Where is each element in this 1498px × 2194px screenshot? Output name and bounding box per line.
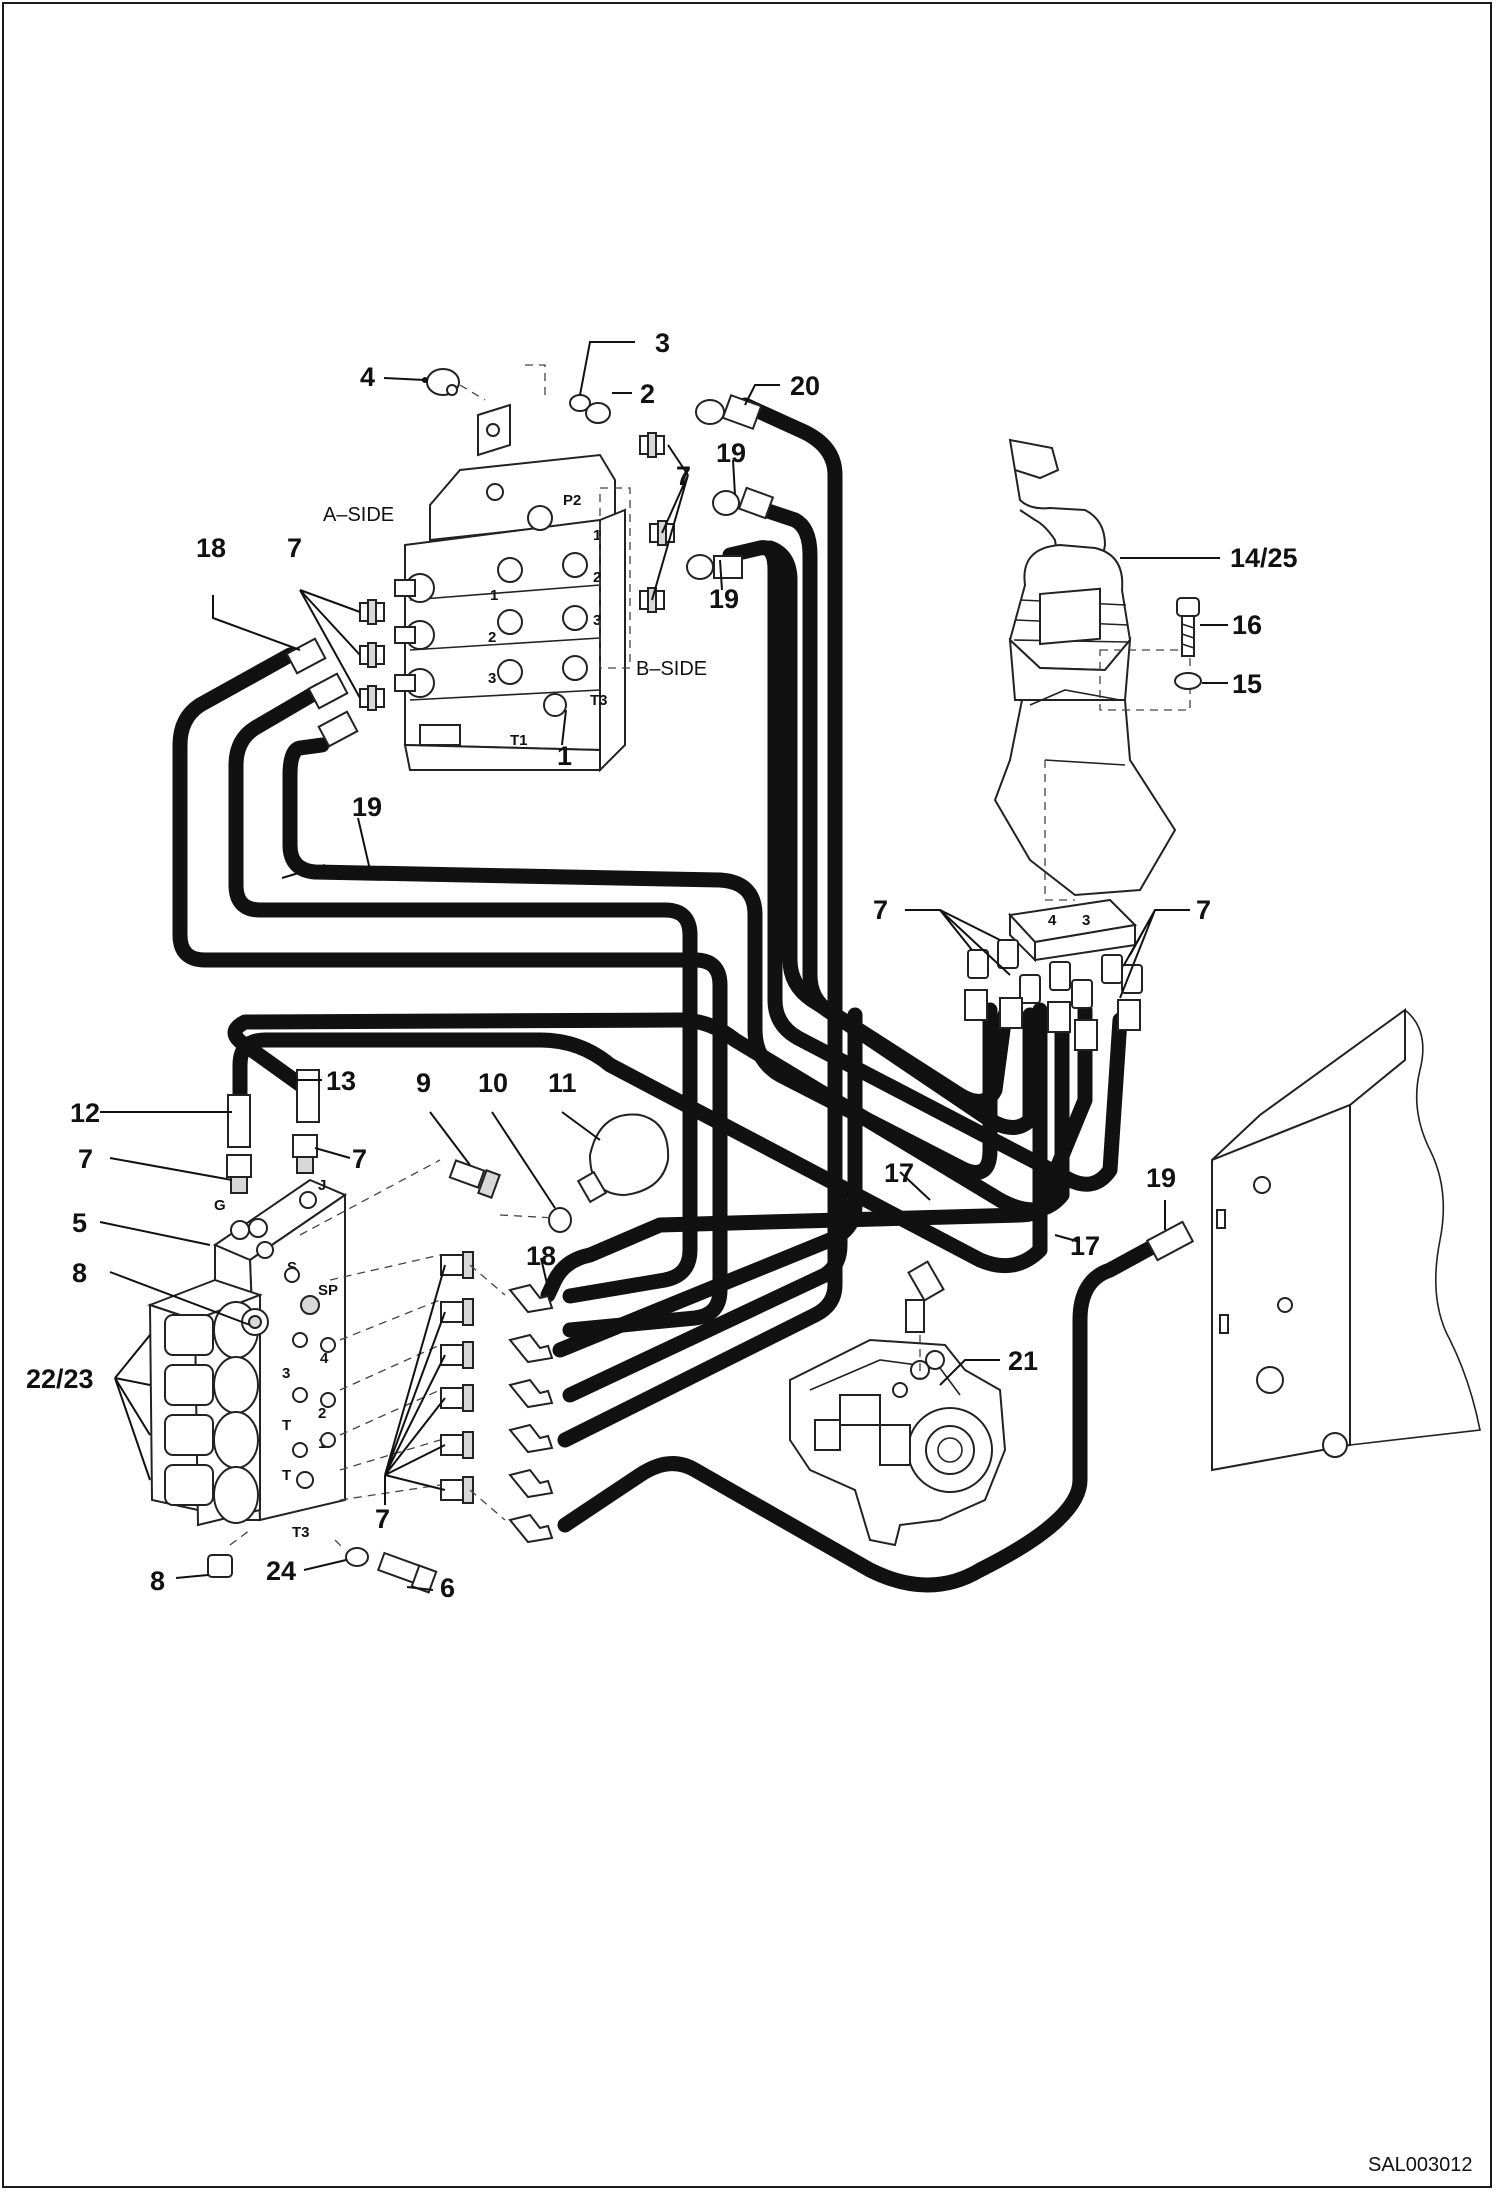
item-18-elbows	[508, 1283, 554, 1544]
callout-7-valve-left: 7	[287, 533, 302, 563]
callout-7-g: 7	[78, 1144, 93, 1174]
callout-4: 4	[360, 362, 375, 392]
hose-e	[232, 1002, 1048, 1274]
svg-text:2: 2	[593, 569, 601, 586]
svg-text:1: 1	[490, 587, 498, 604]
port-g-label: G	[214, 1197, 226, 1214]
hose-m	[557, 1232, 1173, 1593]
joystick-assembly	[993, 438, 1202, 901]
callout-17-upper: 17	[884, 1158, 914, 1188]
callout-3: 3	[655, 328, 670, 358]
port-j-label: J	[318, 1177, 326, 1194]
port-sp-label: SP	[318, 1282, 338, 1299]
hose-c	[282, 737, 998, 1180]
svg-text:T: T	[282, 1417, 291, 1434]
item-10-oring	[548, 1207, 572, 1233]
hydraulic-pump	[789, 1260, 1007, 1547]
svg-text:2: 2	[488, 629, 496, 646]
svg-text:3: 3	[488, 670, 496, 687]
callout-22-23: 22/23	[26, 1364, 94, 1394]
callout-21: 21	[1008, 1346, 1038, 1376]
callout-7-j: 7	[352, 1144, 367, 1174]
callout-7-manifold-right: 7	[1196, 895, 1211, 925]
callout-7-pilot-side: 7	[375, 1504, 390, 1534]
callout-9: 9	[416, 1068, 431, 1098]
hose-l	[722, 540, 1128, 1192]
callout-6: 6	[440, 1573, 455, 1603]
item-24-oring	[345, 1547, 369, 1567]
callout-10: 10	[478, 1068, 508, 1098]
callout-16: 16	[1232, 610, 1262, 640]
callout-7-manifold-left: 7	[873, 895, 888, 925]
callout-14-25: 14/25	[1230, 543, 1298, 573]
valve-ports	[486, 483, 588, 717]
callout-18-lower: 18	[526, 1241, 556, 1271]
callout-11: 11	[548, 1068, 577, 1098]
valve-port-p2: P2	[563, 492, 581, 509]
pilot-block-side-fittings	[440, 1251, 474, 1504]
callout-5: 5	[72, 1208, 87, 1238]
item-8-plug-upper	[241, 1308, 269, 1336]
callout-8-lower: 8	[150, 1566, 165, 1596]
callout-19-cab: 19	[1146, 1163, 1176, 1193]
svg-text:4: 4	[320, 1350, 329, 1367]
callout-labels: 4 3 2 20 19 7 19 18 7 1 19 14/25 16 15 7…	[26, 328, 1298, 1603]
pilot-manifold: 4 3	[964, 898, 1143, 1051]
callout-15: 15	[1232, 669, 1262, 699]
pilot-block-bottom-hardware	[207, 1529, 438, 1594]
hose-k	[762, 540, 1013, 1109]
callout-2: 2	[640, 379, 655, 409]
callout-18-top: 18	[196, 533, 226, 563]
callout-19-left: 19	[352, 792, 382, 822]
control-valve: P2 T1 T3 1 2 3 1 2 3	[394, 403, 631, 773]
port-t3-bottom-label: T3	[292, 1524, 310, 1541]
callout-8-upper: 8	[72, 1258, 87, 1288]
accumulator	[576, 1113, 670, 1204]
leader-lines	[99, 341, 1228, 1591]
valve-spool-caps	[394, 573, 435, 698]
cab-panel	[1211, 1008, 1481, 1472]
item-20-nut	[695, 399, 725, 425]
hose-a	[172, 647, 728, 1338]
document-id: SAL003012	[1368, 2154, 1473, 2176]
hose-i	[557, 397, 843, 1448]
svg-text:4: 4	[1048, 912, 1057, 929]
svg-text:3: 3	[593, 612, 601, 629]
item-16-screw	[1176, 597, 1200, 657]
b-side-label: B–SIDE	[636, 658, 707, 680]
solenoid-stack	[147, 1278, 263, 1527]
svg-text:3: 3	[282, 1365, 290, 1382]
callout-19-top: 19	[716, 438, 746, 468]
item-20-fitting	[721, 393, 763, 431]
callout-20: 20	[790, 371, 820, 401]
svg-text:1: 1	[593, 527, 601, 544]
callout-7-valve-right: 7	[676, 461, 691, 491]
valve-port-t3: T3	[590, 692, 608, 709]
item-19-fitting-cab	[1145, 1220, 1195, 1262]
callout-1: 1	[557, 741, 572, 771]
valve-top-hardware	[426, 364, 775, 580]
item-9-fitting	[448, 1159, 501, 1199]
svg-text:T: T	[282, 1467, 291, 1484]
valve-port-t1: T1	[510, 732, 528, 749]
item-2-plug	[585, 402, 611, 424]
valve-top-block	[429, 453, 616, 542]
callout-13: 13	[326, 1066, 356, 1096]
hose-bundle	[172, 397, 1173, 1593]
item-15-washer	[1174, 672, 1202, 690]
a-side-label: A–SIDE	[323, 504, 394, 526]
valve-fittings	[285, 432, 675, 748]
callout-19-valve-right: 19	[709, 584, 739, 614]
pilot-block-top-fittings	[226, 1069, 320, 1194]
hose-b	[228, 682, 698, 1304]
manifold-fittings	[964, 939, 1143, 1051]
callout-12: 12	[70, 1098, 100, 1128]
callout-24: 24	[266, 1556, 296, 1586]
callout-17-lower: 17	[1070, 1231, 1100, 1261]
svg-text:2: 2	[318, 1405, 326, 1422]
svg-text:3: 3	[1082, 912, 1090, 929]
